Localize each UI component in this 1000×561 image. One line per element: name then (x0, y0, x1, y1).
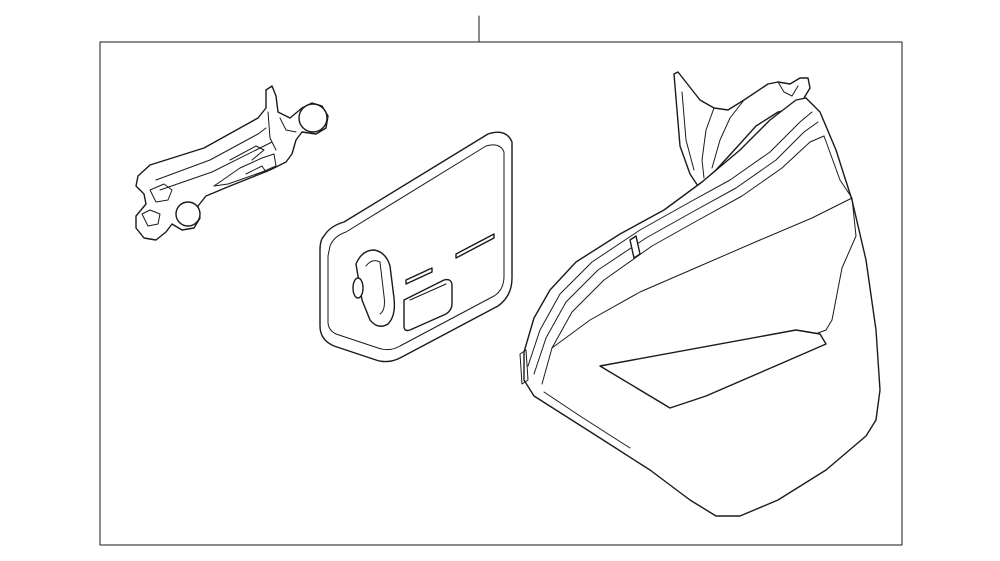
switch-panel-part-icon[interactable] (319, 131, 513, 363)
bracket-part-icon[interactable] (135, 85, 329, 241)
mirror-housing-part-icon[interactable] (519, 71, 881, 517)
assembly-frame (99, 41, 903, 546)
